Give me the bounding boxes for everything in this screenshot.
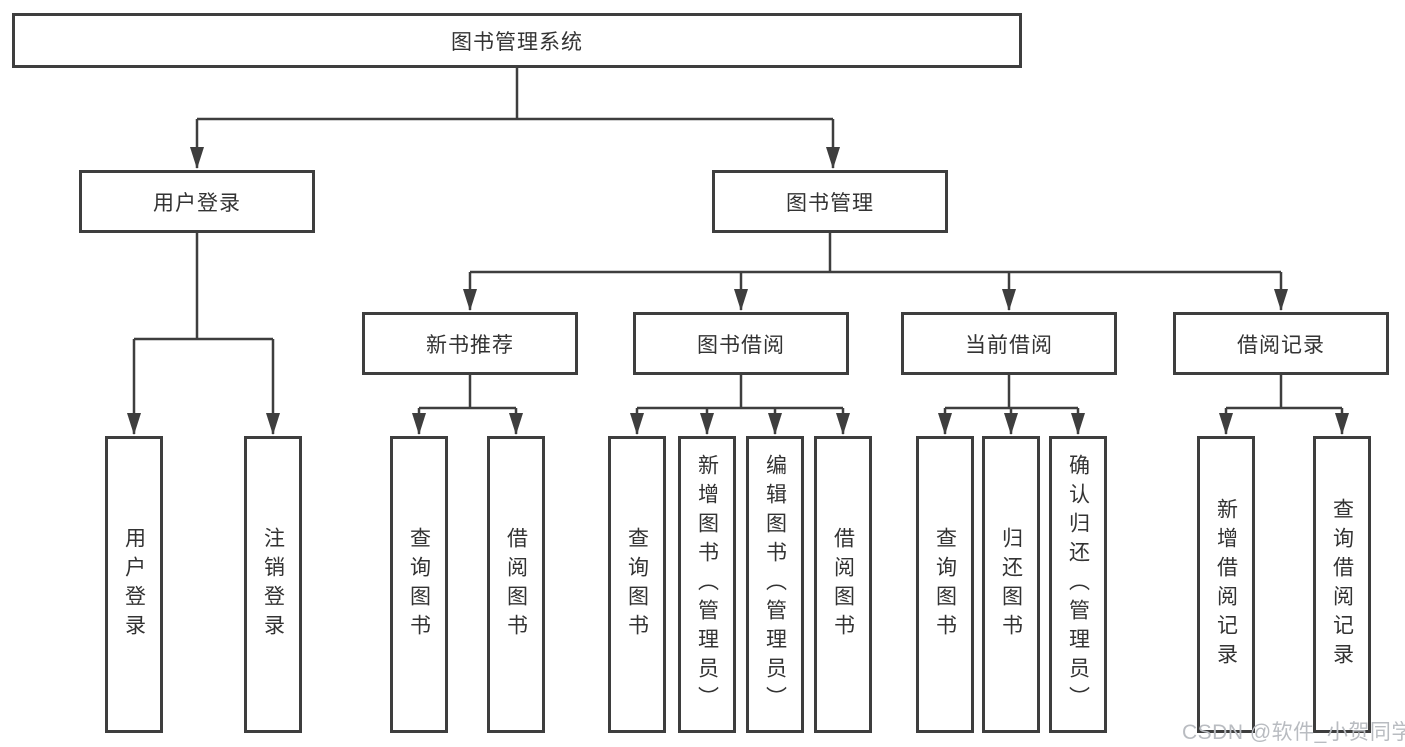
leaf-query-books-borrow: 查询图书 bbox=[608, 436, 666, 733]
node-book-borrow: 图书借阅 bbox=[633, 312, 849, 375]
leaf-edit-books-admin: 编辑图书（管理员） bbox=[746, 436, 804, 733]
leaf-borrow-books-recommend: 借阅图书 bbox=[487, 436, 545, 733]
node-borrow-records: 借阅记录 bbox=[1173, 312, 1389, 375]
leaf-query-books-recommend: 查询图书 bbox=[390, 436, 448, 733]
csdn-watermark: CSDN @软件_小贺同学 bbox=[1182, 721, 1405, 744]
leaf-logout: 注销登录 bbox=[244, 436, 302, 733]
node-new-book-recommend: 新书推荐 bbox=[362, 312, 578, 375]
leaf-user-login: 用户登录 bbox=[105, 436, 163, 733]
leaf-query-books-current: 查询图书 bbox=[916, 436, 974, 733]
node-root-system: 图书管理系统 bbox=[12, 13, 1022, 68]
node-book-management: 图书管理 bbox=[712, 170, 948, 233]
node-user-login: 用户登录 bbox=[79, 170, 315, 233]
leaf-confirm-return-admin: 确认归还（管理员） bbox=[1049, 436, 1107, 733]
leaf-add-borrow-record: 新增借阅记录 bbox=[1197, 436, 1255, 733]
leaf-borrow-books: 借阅图书 bbox=[814, 436, 872, 733]
leaf-return-books: 归还图书 bbox=[982, 436, 1040, 733]
node-current-borrow: 当前借阅 bbox=[901, 312, 1117, 375]
leaf-query-borrow-record: 查询借阅记录 bbox=[1313, 436, 1371, 733]
leaf-add-books-admin: 新增图书（管理员） bbox=[678, 436, 736, 733]
